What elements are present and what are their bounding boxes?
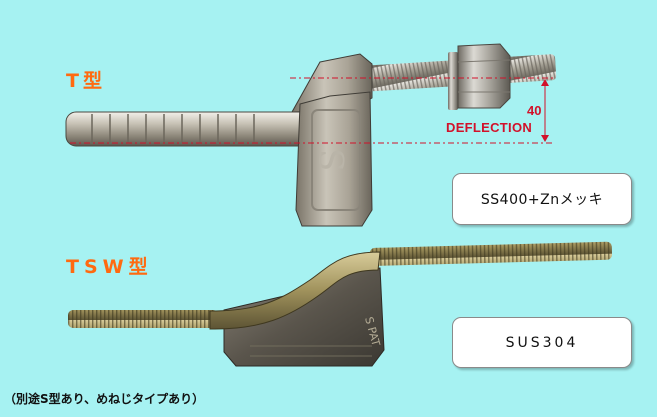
t-washer <box>448 52 458 110</box>
t-head-block <box>295 91 373 227</box>
t-cast-letter: S <box>313 148 353 171</box>
deflection-dimension <box>70 77 555 144</box>
tsw-lower-threaded-rod <box>68 310 218 328</box>
deflection-value: 40 <box>527 103 542 118</box>
deflection-label: DEFLECTION <box>446 120 533 135</box>
t-ribbed-shank <box>65 111 315 147</box>
tsw-material-text: SUS304 <box>505 334 579 351</box>
t-material-text: SS400+Znメッキ <box>480 192 604 208</box>
tsw-bent-rod <box>209 251 381 330</box>
t-material-box: SS400+Znメッキ <box>452 173 632 225</box>
footnote: （別途S型あり、めねじタイプあり） <box>4 392 205 406</box>
tsw-type-bolt-image: S PAT <box>68 241 613 367</box>
t-type-label: T型 <box>66 70 106 92</box>
t-hex-nut <box>457 43 511 109</box>
tsw-upper-threaded-rod <box>369 241 613 266</box>
tsw-material-box: SUS304 <box>452 317 632 368</box>
t-type-bolt-image: S <box>65 43 557 227</box>
tsw-type-label: TSW型 <box>66 256 153 278</box>
